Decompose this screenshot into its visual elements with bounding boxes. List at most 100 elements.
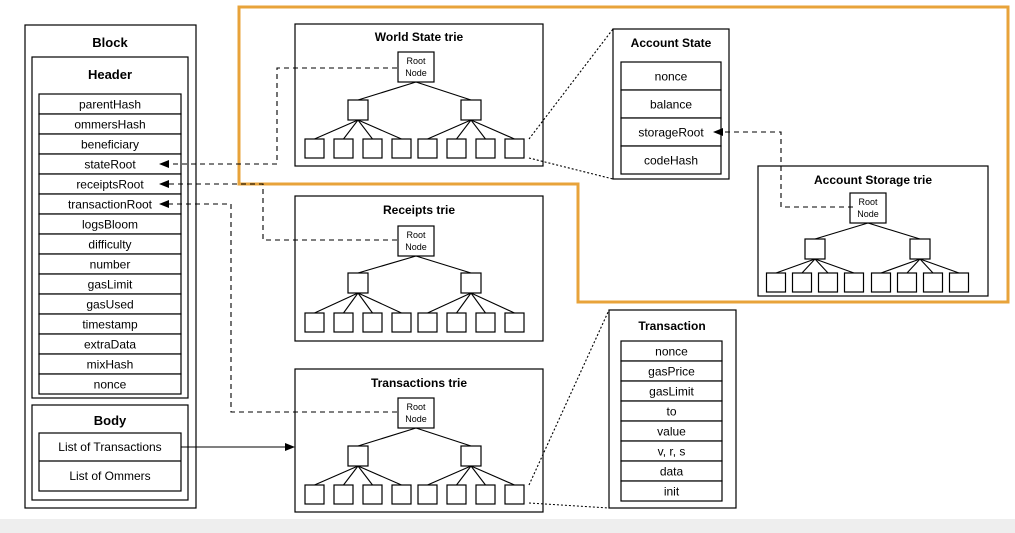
root-node-label-line1: Root bbox=[406, 402, 426, 412]
trie-edge bbox=[919, 258, 960, 274]
body-item-ommers: List of Ommers bbox=[69, 469, 150, 483]
root-node-label-line2: Node bbox=[857, 209, 879, 219]
storageroot-pointer-arrow bbox=[713, 128, 853, 208]
trie-edge bbox=[427, 292, 472, 314]
leaf-node bbox=[475, 484, 496, 505]
stateroot-pointer-arrow bbox=[159, 67, 397, 168]
leaf-node bbox=[417, 138, 438, 159]
branch-node bbox=[460, 272, 482, 294]
transaction-title: Transaction bbox=[638, 319, 705, 333]
transaction-field-v-r-s: v, r, s bbox=[658, 445, 686, 459]
leaf-node bbox=[475, 138, 496, 159]
header-field-gaslimit: gasLimit bbox=[88, 278, 133, 292]
trie-edge bbox=[456, 119, 472, 140]
transaction-field-gasprice: gasPrice bbox=[648, 365, 695, 379]
trie-edge bbox=[470, 292, 515, 314]
header-field-parenthash: parentHash bbox=[79, 98, 141, 112]
header-title: Header bbox=[88, 67, 132, 82]
leaf-node bbox=[333, 484, 354, 505]
transaction-field-gaslimit: gasLimit bbox=[649, 385, 694, 399]
header-field-ommershash: ommersHash bbox=[74, 118, 145, 132]
trie-edge bbox=[470, 465, 486, 486]
root-node-label-line1: Root bbox=[858, 197, 878, 207]
account-state-panel: Account State noncebalancestorageRootcod… bbox=[612, 28, 730, 180]
leaf-node bbox=[446, 312, 467, 333]
header-field-mixhash: mixHash bbox=[87, 358, 134, 372]
leaf-node bbox=[391, 484, 412, 505]
leaf-node bbox=[417, 484, 438, 505]
leaf-node bbox=[333, 312, 354, 333]
trie-edge bbox=[357, 465, 373, 486]
trie-edge bbox=[470, 119, 486, 140]
leaf-node bbox=[391, 138, 412, 159]
header-field-extradata: extraData bbox=[84, 338, 136, 352]
root-node-label-line2: Node bbox=[405, 414, 427, 424]
header-field-receiptsroot: receiptsRoot bbox=[76, 178, 144, 192]
receiptsroot-pointer-arrow bbox=[159, 180, 397, 241]
trie-edge bbox=[456, 292, 472, 314]
root-node-label-line1: Root bbox=[406, 56, 426, 66]
branch-node bbox=[347, 99, 369, 121]
account-state-row bbox=[620, 145, 722, 175]
leaf-node bbox=[922, 272, 944, 293]
trie-edge bbox=[357, 465, 402, 486]
header-field-number: number bbox=[90, 258, 131, 272]
footer-strip bbox=[0, 519, 1015, 533]
transaction-field-value: value bbox=[657, 425, 686, 439]
header-fields: parentHashommersHashbeneficiarystateRoot… bbox=[38, 93, 182, 395]
leaf-node bbox=[362, 138, 383, 159]
trie-edge bbox=[357, 119, 373, 140]
body-panel: Body List of Transactions List of Ommers bbox=[31, 404, 189, 501]
trie-edge bbox=[343, 119, 359, 140]
header-field-nonce: nonce bbox=[94, 378, 127, 392]
account-state-field-codehash: codeHash bbox=[644, 154, 698, 168]
trie-edge bbox=[814, 258, 855, 274]
leaf-node bbox=[504, 312, 525, 333]
root-node bbox=[397, 225, 435, 257]
account-state-field-balance: balance bbox=[650, 98, 692, 112]
body-item-transactions: List of Transactions bbox=[58, 440, 161, 454]
trie-edge bbox=[906, 258, 921, 274]
trie-edge bbox=[427, 465, 472, 486]
branch-node bbox=[460, 445, 482, 467]
leaf-node bbox=[504, 484, 525, 505]
account-state-row bbox=[620, 117, 722, 147]
trie-edge bbox=[357, 81, 417, 101]
trie-edge bbox=[919, 258, 934, 274]
trie-edge bbox=[867, 222, 921, 240]
account-state-row bbox=[620, 89, 722, 119]
trie-edge bbox=[775, 258, 816, 274]
trie-edge bbox=[814, 258, 829, 274]
leaf-node bbox=[446, 484, 467, 505]
trie-edge bbox=[357, 292, 373, 314]
trie-edge bbox=[470, 292, 486, 314]
transaction-row bbox=[620, 480, 723, 502]
trie-edge bbox=[357, 255, 417, 274]
block-title: Block bbox=[92, 35, 128, 50]
trie-edge bbox=[801, 258, 816, 274]
trie-edge bbox=[357, 292, 402, 314]
leaf-node bbox=[417, 312, 438, 333]
leaf-node bbox=[475, 312, 496, 333]
trie-edge bbox=[427, 119, 472, 140]
transactions-trie-title: Transactions trie bbox=[371, 376, 467, 390]
transaction-panel: Transaction noncegasPricegasLimittovalue… bbox=[608, 309, 737, 509]
account-state-row bbox=[620, 61, 722, 91]
header-field-stateroot: stateRoot bbox=[84, 158, 136, 172]
header-field-gasused: gasUsed bbox=[86, 298, 133, 312]
trie-edge bbox=[415, 255, 472, 274]
leaf-node bbox=[896, 272, 918, 293]
leaf-node bbox=[304, 138, 325, 159]
trie-edge bbox=[470, 119, 515, 140]
trie-edge bbox=[357, 119, 402, 140]
header-panel: Header parentHashommersHashbeneficiaryst… bbox=[31, 56, 189, 399]
leaf-node bbox=[948, 272, 970, 293]
branch-node bbox=[347, 272, 369, 294]
